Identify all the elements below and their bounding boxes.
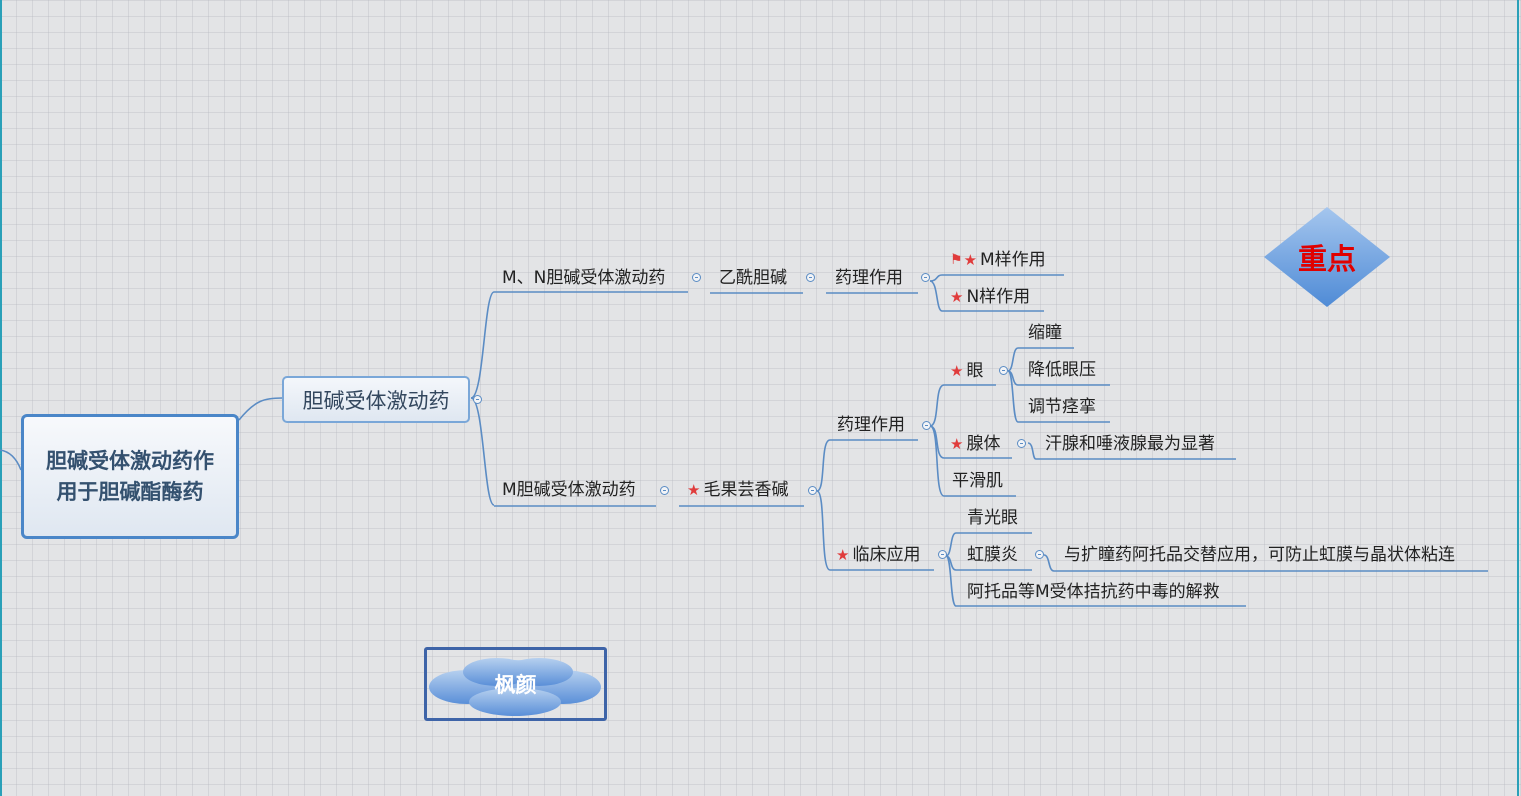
topic-label: 临床应用 (852, 545, 921, 565)
topic-label: 阿托品等M受体拮抗药中毒的解救 (967, 582, 1220, 602)
flag-icon: ⚑ (950, 252, 963, 268)
topic-label: 药理作用 (837, 415, 905, 435)
topic-label: 调节痉挛 (1028, 397, 1096, 417)
star-icon: ★ (963, 251, 978, 269)
star-icon: ★ (836, 546, 850, 564)
topic-label: M胆碱受体激动药 (502, 480, 636, 500)
topic-mn-pharmacology[interactable]: 药理作用 (835, 267, 903, 289)
collapse-toggle-icon[interactable] (922, 421, 931, 430)
collapse-toggle-icon[interactable] (473, 395, 482, 404)
topic-label: 青光眼 (967, 508, 1018, 528)
topic-iritis[interactable]: 虹膜炎 (967, 544, 1018, 566)
topic-eye-pressure[interactable]: 降低眼压 (1028, 359, 1096, 381)
main-topic-label: 胆碱受体激动药 (302, 388, 450, 413)
star-icon: ★ (687, 481, 701, 499)
topic-m-effect[interactable]: ⚑ ★ M样作用 (950, 249, 1046, 271)
main-topic[interactable]: 胆碱受体激动药 (282, 376, 470, 423)
topic-iritis-detail[interactable]: 与扩瞳药阿托品交替应用，可防止虹膜与晶状体粘连 (1064, 544, 1455, 566)
topic-eye[interactable]: ★ 眼 (950, 360, 983, 382)
collapse-toggle-icon[interactable] (999, 366, 1008, 375)
topic-label: 降低眼压 (1028, 360, 1096, 380)
topic-clinical[interactable]: ★ 临床应用 (836, 544, 920, 566)
window-edge-left (0, 0, 2, 796)
topic-label: 腺体 (966, 434, 1001, 454)
topic-gland-detail[interactable]: 汗腺和唾液腺最为显著 (1045, 433, 1215, 455)
topic-pilocarpine[interactable]: ★ 毛果芸香碱 (687, 479, 788, 501)
topic-label: 汗腺和唾液腺最为显著 (1045, 434, 1215, 454)
star-icon: ★ (950, 288, 964, 306)
topic-gland[interactable]: ★ 腺体 (950, 433, 1000, 455)
topic-label: 眼 (966, 361, 984, 381)
collapse-toggle-icon[interactable] (660, 486, 669, 495)
topic-label: 虹膜炎 (967, 545, 1018, 565)
collapse-toggle-icon[interactable] (692, 273, 701, 282)
cloud-floating-topic[interactable]: 枫颜 (424, 647, 607, 721)
central-topic-label: 胆碱受体激动药作用于胆碱酯酶药 (46, 448, 214, 504)
topic-label: 缩瞳 (1028, 323, 1062, 343)
central-topic[interactable]: 胆碱受体激动药作用于胆碱酯酶药 (21, 414, 239, 539)
topic-label: 乙酰胆碱 (719, 268, 787, 288)
topic-eye-miosis[interactable]: 缩瞳 (1028, 322, 1062, 344)
star-icon: ★ (950, 435, 964, 453)
priority-floating-topic[interactable]: 重点 (1264, 207, 1390, 307)
topic-acetylcholine[interactable]: 乙酰胆碱 (719, 267, 787, 289)
topic-m-pharmacology[interactable]: 药理作用 (837, 414, 905, 436)
collapse-toggle-icon[interactable] (1035, 550, 1044, 559)
topic-n-effect[interactable]: ★ N样作用 (950, 286, 1030, 308)
topic-m-agonist[interactable]: M胆碱受体激动药 (502, 479, 636, 501)
topic-label: M样作用 (980, 250, 1046, 270)
collapse-toggle-icon[interactable] (808, 486, 817, 495)
topic-glaucoma[interactable]: 青光眼 (967, 507, 1018, 529)
topic-label: N样作用 (966, 287, 1031, 307)
collapse-toggle-icon[interactable] (938, 550, 947, 559)
cloud-label-text: 枫颜 (494, 673, 537, 697)
topic-label: 与扩瞳药阿托品交替应用，可防止虹膜与晶状体粘连 (1064, 545, 1455, 565)
cloud-shape (429, 658, 601, 716)
topic-mn-agonist[interactable]: M、N胆碱受体激动药 (502, 267, 665, 289)
topic-label: 药理作用 (835, 268, 903, 288)
priority-label-text: 重点 (1297, 242, 1356, 276)
topic-label: M、N胆碱受体激动药 (502, 268, 666, 288)
collapse-toggle-icon[interactable] (921, 273, 930, 282)
window-edge-right (1517, 0, 1519, 796)
topic-label: 毛果芸香碱 (703, 480, 789, 500)
collapse-toggle-icon[interactable] (806, 273, 815, 282)
collapse-toggle-icon[interactable] (1017, 439, 1026, 448)
topic-antidote[interactable]: 阿托品等M受体拮抗药中毒的解救 (967, 581, 1220, 603)
topic-eye-spasm[interactable]: 调节痉挛 (1028, 396, 1096, 418)
star-icon: ★ (950, 362, 964, 380)
topic-label: 平滑肌 (952, 471, 1003, 491)
topic-smooth-muscle[interactable]: 平滑肌 (952, 470, 1003, 492)
